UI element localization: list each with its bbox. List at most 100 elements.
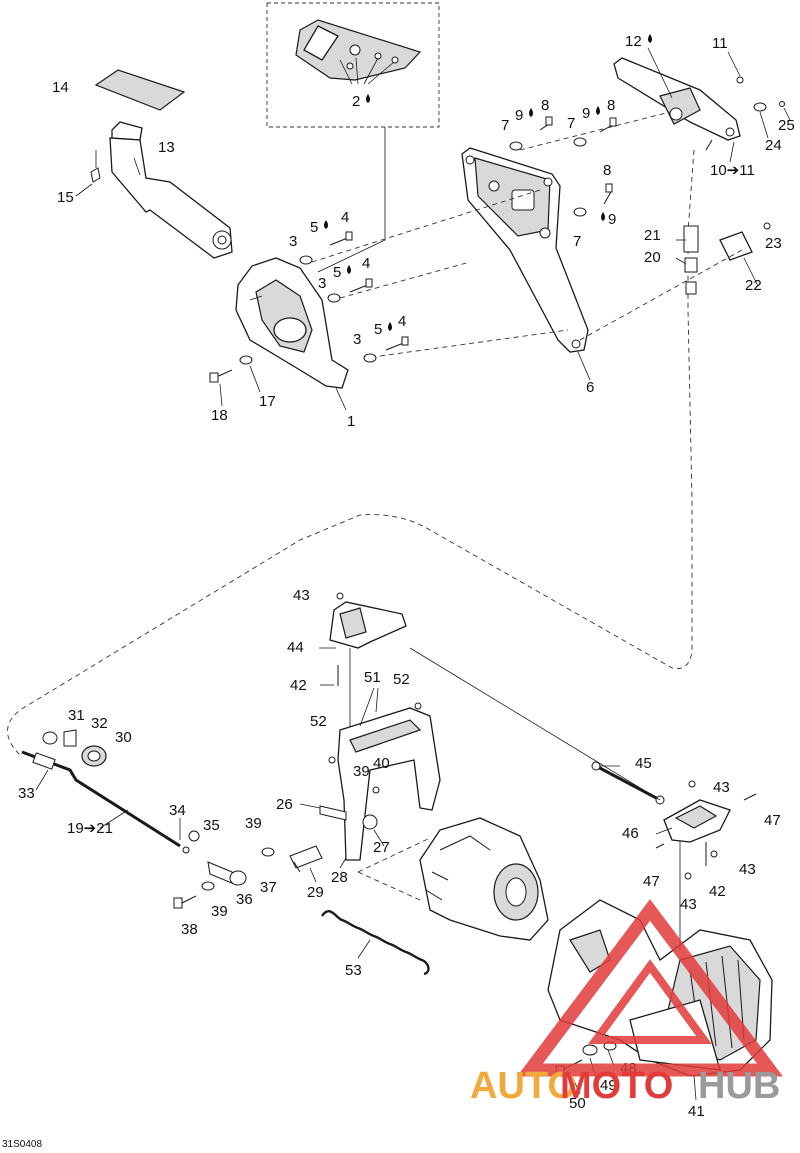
callout-36: 36 [236, 891, 253, 908]
callout-35: 35 [203, 817, 220, 834]
callout-13: 13 [158, 139, 175, 156]
callout-7b: 7 [567, 115, 575, 132]
callout-47a: 47 [764, 812, 781, 829]
callout-23: 23 [765, 235, 782, 252]
callout-15: 15 [57, 189, 74, 206]
callout-39b: 39 [245, 815, 262, 832]
drop-icon [324, 220, 328, 229]
pump-housing [357, 817, 549, 941]
callout-labels: 14 13 15 2 12 11 9 8 9 8 7 7 25 24 10➔11… [18, 33, 795, 1120]
callout-4c: 4 [398, 313, 406, 330]
callout-31: 31 [68, 707, 85, 724]
callout-40: 40 [373, 755, 390, 772]
callout-43b: 43 [713, 779, 730, 796]
callout-3c: 3 [353, 331, 361, 348]
callout-8c: 8 [603, 162, 611, 179]
bracket-44 [329, 592, 407, 730]
callout-12: 12 [625, 33, 642, 50]
bracket-46 [655, 780, 757, 880]
callout-43d: 43 [680, 896, 697, 913]
callout-42b: 42 [709, 883, 726, 900]
callout-53: 53 [345, 962, 362, 979]
callout-42a: 42 [290, 677, 307, 694]
callout-9a: 9 [515, 107, 523, 124]
callout-43c: 43 [739, 861, 756, 878]
callout-21: 21 [644, 227, 661, 244]
callout-5c: 5 [374, 321, 382, 338]
callout-3b: 3 [318, 275, 326, 292]
callout-8a: 8 [541, 97, 549, 114]
callout-20: 20 [644, 249, 661, 266]
callout-50: 50 [569, 1095, 586, 1112]
callout-44: 44 [287, 639, 304, 656]
callout-7a: 7 [501, 117, 509, 134]
callout-46: 46 [622, 825, 639, 842]
callout-4a: 4 [341, 209, 349, 226]
callout-52b: 52 [310, 713, 327, 730]
plate-6 [461, 147, 589, 353]
callout-4b: 4 [362, 255, 370, 272]
watermark-text-auto: AUTO [470, 1065, 577, 1107]
drop-icon [596, 106, 600, 115]
callout-19: 19➔21 [67, 820, 113, 837]
watermark-text-hub: HUB [698, 1065, 780, 1107]
lever-12 [613, 57, 785, 151]
callout-3a: 3 [289, 233, 297, 250]
pivot-hardware [173, 830, 323, 909]
callout-49: 49 [600, 1077, 617, 1094]
fasteners [209, 116, 617, 383]
callout-34: 34 [169, 802, 186, 819]
callout-7c: 7 [573, 233, 581, 250]
callout-22: 22 [745, 277, 762, 294]
callout-37: 37 [260, 879, 277, 896]
callout-47b: 47 [643, 873, 660, 890]
watermark-logo: AUTO MOTO HUB [470, 899, 783, 1107]
drop-icon [388, 322, 392, 331]
drop-icon [347, 265, 351, 274]
callout-14: 14 [52, 79, 69, 96]
callout-5b: 5 [333, 264, 341, 281]
drawing-code: 31S0408 [2, 1139, 42, 1150]
callout-51: 51 [364, 669, 381, 686]
callout-30: 30 [115, 729, 132, 746]
callout-1: 1 [347, 413, 355, 430]
callout-38: 38 [181, 921, 198, 938]
drop-icon [529, 108, 533, 117]
callout-10: 10➔11 [710, 162, 755, 179]
brake-pedal-assembly [90, 69, 233, 259]
callout-9b: 9 [582, 105, 590, 122]
callout-5a: 5 [310, 219, 318, 236]
callout-39a: 39 [353, 763, 370, 780]
callout-2: 2 [352, 93, 360, 110]
callout-45: 45 [635, 755, 652, 772]
callout-43a: 43 [293, 587, 310, 604]
drop-icon [366, 94, 370, 103]
cable-end-parts [21, 729, 190, 854]
callout-26: 26 [276, 796, 293, 813]
callout-41: 41 [688, 1103, 705, 1120]
callout-27: 27 [373, 839, 390, 856]
drop-icon [601, 212, 605, 221]
callout-24: 24 [765, 137, 782, 154]
spring-53 [321, 910, 430, 976]
cable-assembly [7, 149, 771, 756]
callout-52a: 52 [393, 671, 410, 688]
callout-6: 6 [586, 379, 594, 396]
lubricant-drop-icons [324, 34, 652, 331]
linkage-bracket [319, 702, 441, 861]
callout-8b: 8 [607, 97, 615, 114]
callout-39c: 39 [211, 903, 228, 920]
detail-inset [266, 2, 440, 273]
callout-9c: 9 [608, 211, 616, 228]
callout-32: 32 [91, 715, 108, 732]
drop-icon [648, 34, 652, 43]
callout-17: 17 [259, 393, 276, 410]
watermark-text-moto: MOTO [560, 1065, 673, 1107]
alignment-lines-top [311, 111, 743, 357]
callout-11: 11 [712, 35, 728, 52]
bracket-1 [235, 257, 349, 389]
callout-25: 25 [778, 117, 795, 134]
callout-28: 28 [331, 869, 348, 886]
callout-18: 18 [211, 407, 228, 424]
